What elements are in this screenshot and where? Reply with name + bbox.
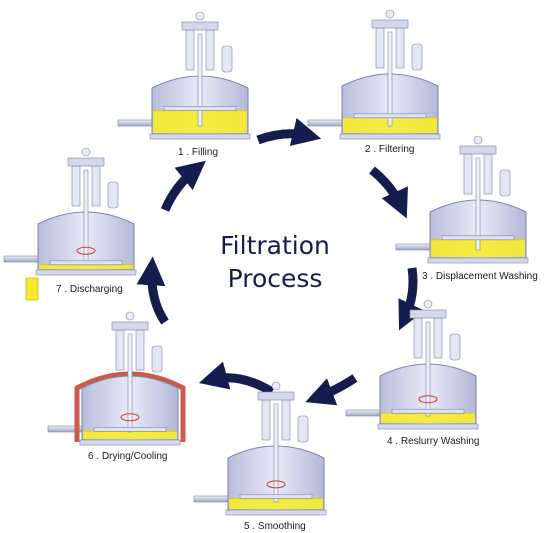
hydraulic-column-left	[185, 29, 195, 71]
arrow-4-to-5	[305, 374, 358, 406]
vessel-base	[377, 423, 479, 430]
agitator-blade	[441, 235, 515, 241]
vessel-base	[35, 269, 137, 276]
arrow-1-to-2	[256, 117, 322, 146]
drive-head	[111, 321, 149, 331]
vessel-step-1	[117, 11, 251, 140]
product-level	[83, 431, 177, 439]
cycle-arrows	[136, 117, 425, 406]
drive-cap	[81, 147, 91, 157]
hydraulic-column-left	[115, 329, 125, 371]
agitator-blade	[391, 408, 465, 414]
hydraulic-column-left	[413, 317, 423, 359]
vessel-base	[427, 257, 529, 264]
drive-head	[459, 145, 497, 155]
vessel-step-4	[345, 299, 479, 430]
agitator-blade	[49, 260, 123, 266]
drive-head	[257, 391, 295, 401]
vessel-step-6	[47, 311, 186, 446]
step-label-6: 6 . Drying/Cooling	[88, 451, 167, 462]
agitator-shaft	[127, 333, 133, 433]
vessel-base	[79, 439, 181, 446]
drive-head	[67, 157, 105, 167]
arrow-2-to-3	[369, 166, 408, 219]
rotation-mark	[120, 413, 140, 422]
vessel-step-5	[193, 381, 327, 516]
agitator-shaft	[387, 31, 393, 127]
agitator-blade	[163, 106, 237, 111]
hydraulic-column-right	[483, 153, 493, 195]
hydraulic-column-right	[205, 29, 215, 71]
motor	[411, 43, 423, 71]
inlet-pipe	[193, 495, 231, 503]
product-level	[39, 264, 133, 269]
drive-cap	[423, 299, 433, 309]
drive-cap	[271, 381, 281, 391]
hydraulic-column-right	[395, 27, 405, 69]
vessels-layer	[3, 9, 529, 516]
motor	[449, 333, 461, 361]
vessel-step-7	[3, 147, 137, 301]
vessel-base	[225, 509, 327, 516]
motor	[107, 181, 119, 209]
inlet-pipe	[395, 243, 433, 251]
agitator-shaft	[273, 403, 279, 503]
drive-cap	[125, 311, 135, 321]
agitator-shaft	[197, 33, 203, 127]
product-level	[381, 413, 475, 423]
inlet-pipe	[345, 409, 383, 417]
drive-head	[371, 19, 409, 29]
agitator-blade	[353, 113, 427, 119]
hydraulic-column-left	[375, 27, 385, 69]
step-label-1: 1 . Filling	[178, 147, 218, 158]
drive-head	[181, 21, 219, 31]
step-label-7: 7 . Discharging	[56, 284, 123, 295]
motor	[297, 415, 309, 443]
hydraulic-column-left	[71, 165, 81, 207]
step-label-3: 3 . Displacement Washing	[422, 271, 538, 282]
diagram-title-line1: Filtration	[220, 231, 330, 260]
step-label-5: 5 . Smoothing	[244, 521, 306, 532]
hydraulic-column-right	[135, 329, 145, 371]
inlet-pipe	[307, 119, 345, 127]
drive-cap	[385, 9, 395, 19]
vessel-step-2	[307, 9, 441, 140]
agitator-shaft	[83, 169, 89, 263]
vessel-base	[339, 133, 441, 140]
drive-cap	[195, 11, 205, 21]
vessel-base	[149, 133, 251, 140]
motor	[499, 169, 511, 197]
hydraulic-column-right	[281, 399, 291, 441]
diagram-title-line2: Process	[228, 264, 323, 293]
hydraulic-column-right	[433, 317, 443, 359]
inlet-pipe	[3, 255, 41, 263]
rotation-mark	[418, 395, 438, 404]
hydraulic-column-left	[463, 153, 473, 195]
arrow-6-to-7	[136, 256, 169, 325]
rotation-mark	[266, 480, 286, 489]
arrow-3-to-4	[398, 267, 425, 331]
arrow-5-to-6	[198, 361, 275, 396]
rotation-mark	[76, 246, 96, 255]
agitator-shaft	[475, 157, 481, 251]
motor	[221, 45, 233, 73]
step-label-2: 2 . Filtering	[365, 144, 414, 155]
motor	[151, 345, 163, 373]
step-label-4: 4 . Reslurry Washing	[387, 436, 479, 447]
agitator-blade	[239, 494, 313, 499]
arrow-7-to-1	[160, 160, 206, 212]
vessel-step-3	[395, 135, 529, 264]
agitator-shaft	[425, 321, 431, 417]
drive-head	[409, 309, 447, 319]
hydraulic-column-right	[91, 165, 101, 207]
discharge-container	[25, 277, 39, 301]
drive-cap	[473, 135, 483, 145]
hydraulic-column-left	[261, 399, 271, 441]
inlet-pipe	[117, 119, 155, 127]
product-level	[229, 498, 323, 509]
agitator-blade	[93, 426, 167, 432]
